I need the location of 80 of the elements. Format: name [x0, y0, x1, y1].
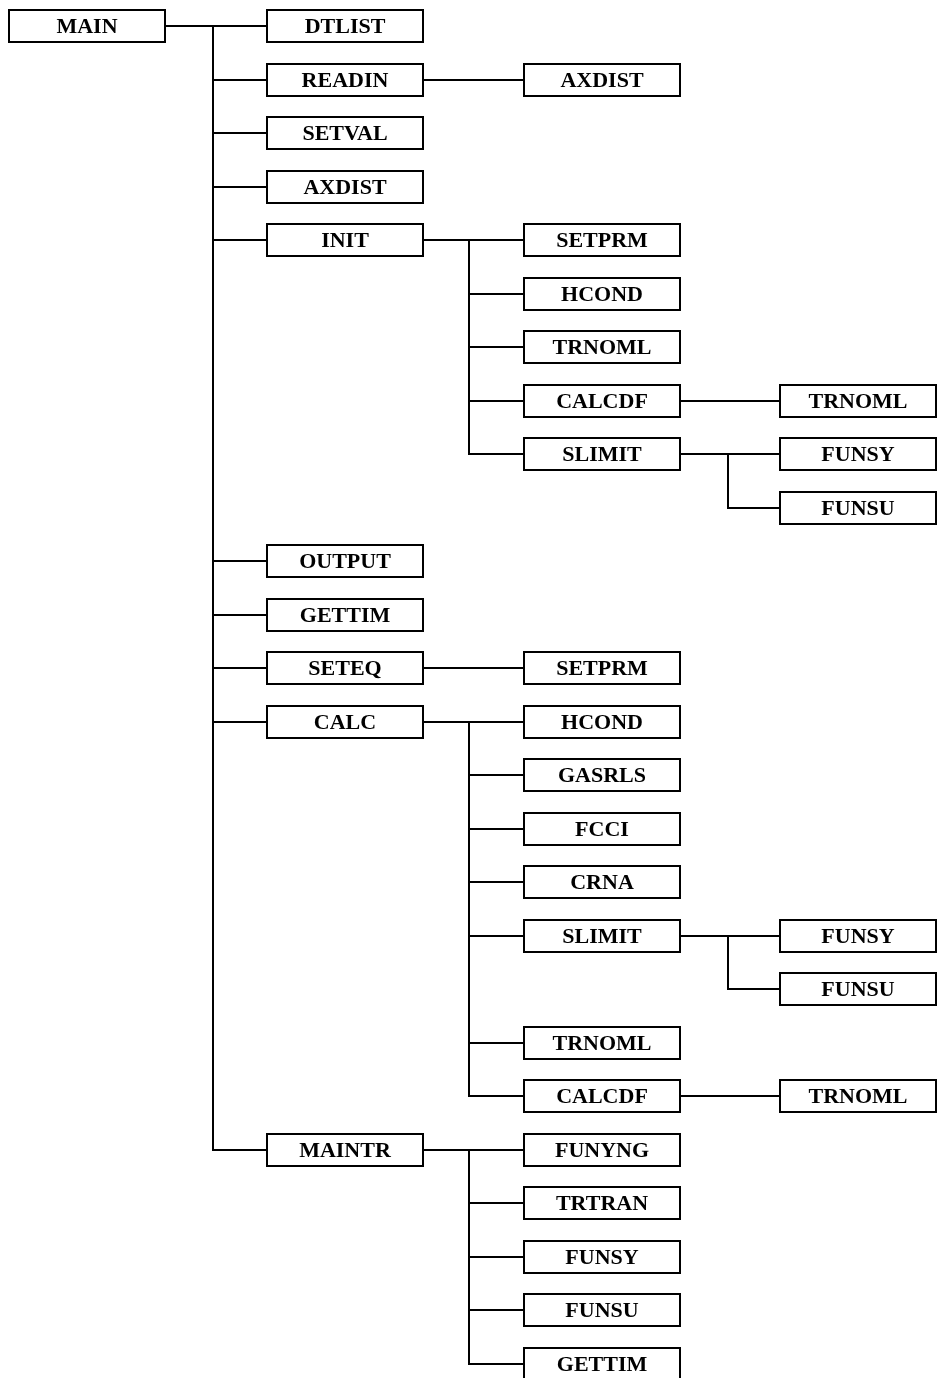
module-name: FUNSU [821, 976, 895, 1002]
connector-line [423, 79, 524, 81]
module-name: FUNSY [565, 1244, 639, 1270]
module-box [779, 491, 937, 525]
module-box [523, 1293, 681, 1327]
module-box [523, 223, 681, 257]
module-name: FUNYNG [554, 1137, 650, 1163]
module-box [266, 223, 424, 257]
module-name: CRNA [570, 869, 634, 895]
module-name: CALCDF [556, 388, 648, 414]
module-box [523, 758, 681, 792]
module-name: SLIMIT [562, 923, 642, 949]
module-box [779, 437, 937, 471]
module-box [266, 598, 424, 632]
module-name: HCOND [561, 709, 643, 735]
connector-line [423, 667, 524, 669]
module-box [523, 705, 681, 739]
connector-line [423, 239, 524, 455]
module-name: GETTIM [556, 1351, 648, 1377]
module-name: SETPRM [556, 655, 648, 681]
module-name: SETVAL [302, 120, 388, 146]
module-box [779, 972, 937, 1006]
module-name: AXDIST [560, 67, 644, 93]
module-name: FUNSU [821, 495, 895, 521]
module-box [523, 330, 681, 364]
module-name: TRNOML [808, 1083, 908, 1109]
connector-line [680, 935, 780, 990]
module-name: FUNSY [821, 923, 895, 949]
module-box [266, 705, 424, 739]
module-name: GASRLS [557, 762, 646, 788]
module-box [523, 384, 681, 418]
connector-line [680, 400, 780, 402]
module-name: FUNSY [821, 441, 895, 467]
module-box [266, 1133, 424, 1167]
module-name: TRNOML [552, 1030, 652, 1056]
module-box [523, 651, 681, 685]
connector-line [423, 1149, 524, 1365]
module-name: HCOND [561, 281, 643, 307]
module-name: READIN [301, 67, 389, 93]
module-box [266, 651, 424, 685]
module-box [523, 1133, 681, 1167]
module-name: FCCI [575, 816, 629, 842]
module-name: SETEQ [308, 655, 382, 681]
module-name: MAIN [56, 13, 118, 39]
module-box [523, 1026, 681, 1060]
module-box [779, 919, 937, 953]
module-box [523, 812, 681, 846]
module-box [523, 1240, 681, 1274]
module-box [266, 116, 424, 150]
module-box [523, 1079, 681, 1113]
module-name: SLIMIT [562, 441, 642, 467]
module-name: CALC [313, 709, 377, 735]
module-name: DTLIST [304, 13, 386, 39]
module-box [523, 277, 681, 311]
module-name: TRTRAN [555, 1190, 649, 1216]
module-box [266, 9, 424, 43]
module-box [266, 63, 424, 97]
module-name: INIT [321, 227, 369, 253]
module-box [523, 919, 681, 953]
module-name: FUNSU [565, 1297, 639, 1323]
module-box [523, 865, 681, 899]
module-box [266, 544, 424, 578]
module-box [779, 1079, 937, 1113]
module-box [523, 63, 681, 97]
module-box [523, 437, 681, 471]
connector-line [680, 1095, 780, 1097]
module-name: SETPRM [556, 227, 648, 253]
connector-line [680, 453, 780, 509]
module-box [523, 1347, 681, 1378]
module-name: MAINTR [299, 1137, 391, 1163]
module-box [8, 9, 166, 43]
module-name: GETTIM [299, 602, 391, 628]
module-name: TRNOML [808, 388, 908, 414]
module-name: OUTPUT [299, 548, 391, 574]
module-box [523, 1186, 681, 1220]
module-name: TRNOML [552, 334, 652, 360]
module-name: CALCDF [556, 1083, 648, 1109]
module-box [779, 384, 937, 418]
module-box [266, 170, 424, 204]
module-name: AXDIST [303, 174, 387, 200]
